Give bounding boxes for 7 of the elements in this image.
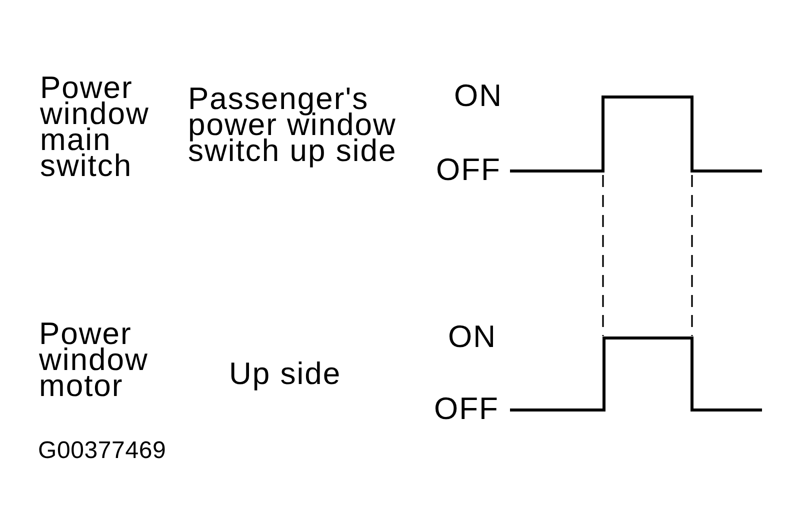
figure-id: G00377469 bbox=[38, 439, 168, 463]
signal-label: Power window main switch bbox=[40, 75, 150, 179]
signal-label: Power window motor bbox=[39, 321, 150, 399]
state-label: OFF bbox=[436, 157, 501, 183]
state-label: ON bbox=[448, 324, 496, 350]
state-label: OFF bbox=[434, 396, 499, 422]
state-label: ON bbox=[454, 83, 502, 109]
